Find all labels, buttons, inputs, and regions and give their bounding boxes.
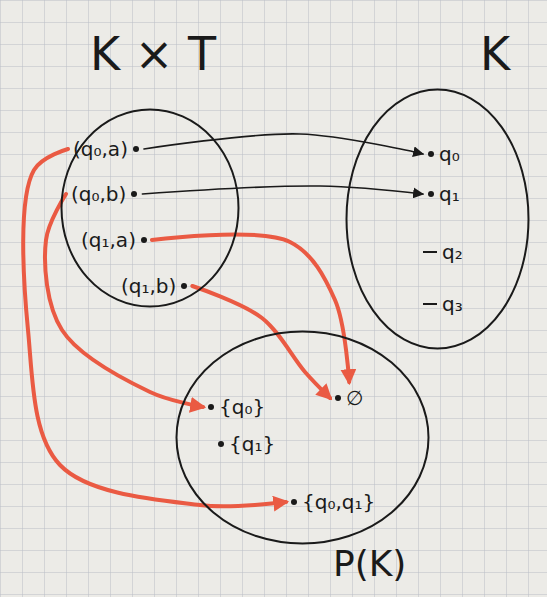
element-label: (q₁,a) [81, 228, 136, 252]
set-element: {q₀} [205, 393, 268, 421]
set-element: {q₀,q₁} [288, 488, 378, 516]
set-outline: P(K){q₀}{q₁}∅{q₀,q₁} [175, 330, 430, 545]
element-label: (q₀,b) [71, 182, 126, 206]
function-arrow [142, 186, 423, 194]
element-label: q₂ [442, 240, 463, 264]
set-element: ∅ [332, 384, 366, 412]
powerset-arrow [152, 235, 349, 382]
element-label: (q₁,b) [121, 274, 176, 298]
set-element: q₂ [420, 238, 466, 266]
powerset-arrow [192, 286, 330, 398]
function-arrow [144, 134, 423, 154]
element-dot [141, 237, 147, 243]
element-dot [181, 283, 187, 289]
set-element: (q₀,b) [68, 180, 140, 208]
set-element: (q₀,a) [70, 135, 142, 163]
set-outline: K × T(q₀,a)(q₀,b)(q₁,a)(q₁,b) [60, 108, 240, 308]
set-outline: Kq₀q₁q₂q₃ [345, 88, 530, 350]
element-label: q₃ [442, 292, 463, 316]
element-label: {q₀} [219, 395, 265, 419]
struck-mark [423, 303, 437, 305]
element-dot [218, 441, 224, 447]
set-ellipse [345, 88, 530, 350]
element-label: {q₀,q₁} [302, 490, 375, 514]
element-label: q₁ [439, 182, 460, 206]
element-dot [335, 395, 341, 401]
set-element: {q₁} [215, 430, 278, 458]
set-name: K [480, 28, 510, 81]
element-label: ∅ [346, 386, 363, 410]
set-name: K × T [90, 28, 216, 81]
element-label: q₀ [439, 142, 460, 166]
element-dot [208, 404, 214, 410]
element-dot [428, 151, 434, 157]
struck-mark [423, 251, 437, 253]
set-element: q₀ [425, 140, 463, 168]
set-element: q₃ [420, 290, 466, 318]
set-element: (q₁,b) [118, 272, 190, 300]
element-label: {q₁} [229, 432, 275, 456]
element-dot [131, 191, 137, 197]
set-element: (q₁,a) [78, 226, 150, 254]
element-dot [291, 499, 297, 505]
set-element: q₁ [425, 180, 463, 208]
set-name: P(K) [333, 543, 406, 584]
element-dot [133, 146, 139, 152]
element-label: (q₀,a) [73, 137, 128, 161]
element-dot [428, 191, 434, 197]
